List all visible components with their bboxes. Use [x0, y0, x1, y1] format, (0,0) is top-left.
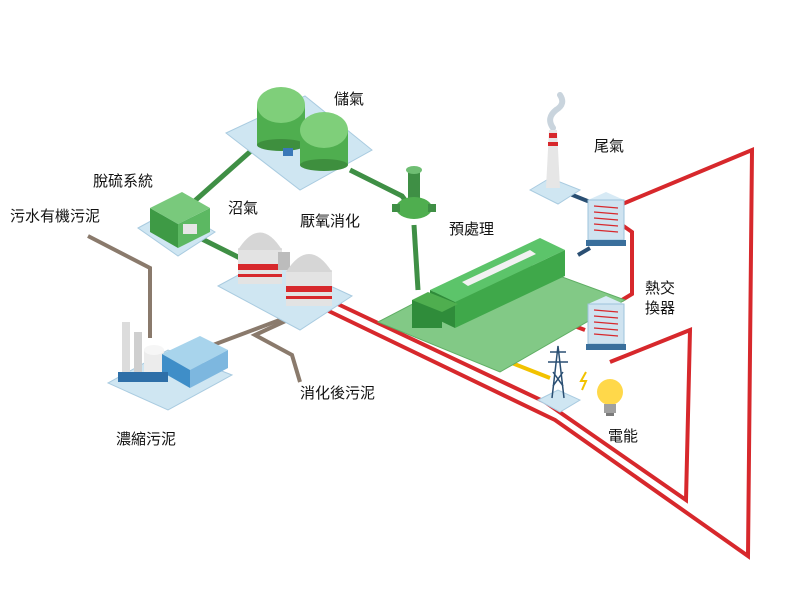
- gas-pipe-filter-to-engine: [411, 224, 421, 291]
- coil: [593, 327, 619, 331]
- digested-sludge-pipe: [250, 316, 302, 383]
- digester-front-band-2: [286, 296, 332, 299]
- bulb-base: [604, 404, 616, 413]
- bulb-glass: [597, 379, 623, 405]
- sludge-pipes: [87, 234, 302, 383]
- digester-front-dome: [286, 254, 332, 272]
- desulfurizer-icon: [150, 192, 210, 248]
- filter-stack: [408, 170, 420, 200]
- thickener-module-front: [162, 354, 190, 388]
- coil: [593, 333, 619, 337]
- gas-engine-icon: [412, 238, 565, 328]
- coil: [593, 315, 619, 319]
- engine-body-side: [455, 250, 565, 328]
- exchanger-upper-coils: [593, 205, 619, 233]
- exchanger-lower-coils: [593, 309, 619, 337]
- hot-water-exchanger-link: [620, 223, 634, 302]
- thickener-icon: [118, 322, 228, 388]
- digester-rear-dome: [238, 232, 282, 250]
- hot-water-outer-pipe: [309, 146, 755, 560]
- bulb-tip: [606, 413, 614, 416]
- pylon-icon: [548, 345, 568, 399]
- engine-generator-top: [412, 292, 458, 312]
- label-anaerobic-digestion: 厭氧消化: [300, 212, 361, 230]
- pylon-platform: [536, 389, 582, 413]
- chimney-smoke: [547, 92, 566, 131]
- coil: [593, 223, 619, 227]
- gas-holder-rear-base: [257, 139, 305, 151]
- exchanger-upper-base: [586, 240, 626, 246]
- digester-connector: [278, 252, 290, 270]
- pylon-legs: [551, 345, 565, 399]
- pylon-brace-b: [552, 371, 564, 387]
- coil: [593, 309, 619, 313]
- organic-sludge-pipe: [87, 234, 152, 338]
- hot-water-inner-pipe: [324, 296, 693, 504]
- label-exhaust: 尾氣: [594, 137, 625, 155]
- coil: [593, 205, 619, 209]
- engine-intake-pipe: [462, 250, 536, 286]
- chimney-stack: [546, 130, 560, 188]
- desulfurizer-left-face: [150, 208, 178, 248]
- gas-pipe-digester-to-desulfurizer: [198, 235, 242, 261]
- exchanger-upper-body: [587, 199, 625, 241]
- filter-outlet-left: [392, 204, 400, 212]
- gas-holder-front-base: [300, 159, 348, 171]
- digester-front-band: [286, 286, 332, 292]
- digester-rear-band-2: [238, 274, 282, 277]
- desulfurizer-top-face: [150, 192, 210, 224]
- exchanger-lower-base: [586, 344, 626, 350]
- chimney-platform: [528, 177, 582, 205]
- coil: [593, 321, 619, 325]
- label-digested-sludge: 消化後污泥: [300, 384, 376, 402]
- exhaust-pipe-engine: [576, 246, 592, 257]
- gas-holder-front-top: [300, 112, 348, 148]
- label-biogas: 沼氣: [228, 199, 259, 217]
- gas-holder-valve: [283, 148, 293, 156]
- thickener-base: [118, 372, 168, 382]
- label-electricity: 電能: [608, 427, 639, 445]
- thickener-module-top: [162, 336, 228, 370]
- gas-holder-rear-top: [257, 87, 305, 123]
- label-desulfurization: 脫硫系統: [93, 172, 154, 190]
- digester-rear-band: [238, 264, 282, 270]
- lightning-icon: [579, 371, 588, 391]
- heat-exchanger-icon: [586, 192, 626, 350]
- thickener-tank-top: [144, 345, 164, 355]
- thickener-module-side: [190, 350, 228, 388]
- coil: [593, 229, 619, 233]
- chimney-icon: [546, 92, 566, 188]
- digester-icon: [238, 232, 332, 306]
- thickener-column-short: [134, 332, 142, 372]
- filter-body: [396, 197, 432, 219]
- chimney-band-mid: [548, 142, 558, 146]
- thickener-column-tall: [122, 322, 130, 372]
- coil: [593, 211, 619, 215]
- label-gas-storage: 儲氣: [334, 90, 365, 108]
- label-organic-sludge: 污水有機污泥: [10, 207, 101, 225]
- thickener-tank: [144, 350, 164, 378]
- label-pretreatment: 預處理: [449, 220, 495, 238]
- exchanger-lower-body: [587, 303, 625, 345]
- filter-outlet-right: [428, 204, 436, 212]
- coil: [593, 217, 619, 221]
- label-thickened-sludge: 濃縮污泥: [116, 430, 177, 448]
- pretreatment-filter-icon: [392, 166, 436, 219]
- gas-holder-icon: [257, 87, 348, 171]
- chimney-band-top: [549, 133, 557, 138]
- thickened-sludge-pipe: [204, 316, 286, 350]
- filter-cap: [406, 166, 422, 174]
- lightbulb-icon: [597, 379, 623, 416]
- desulfurizer-panel: [183, 224, 197, 234]
- label-heat-exchanger: 熱交換器: [645, 279, 676, 317]
